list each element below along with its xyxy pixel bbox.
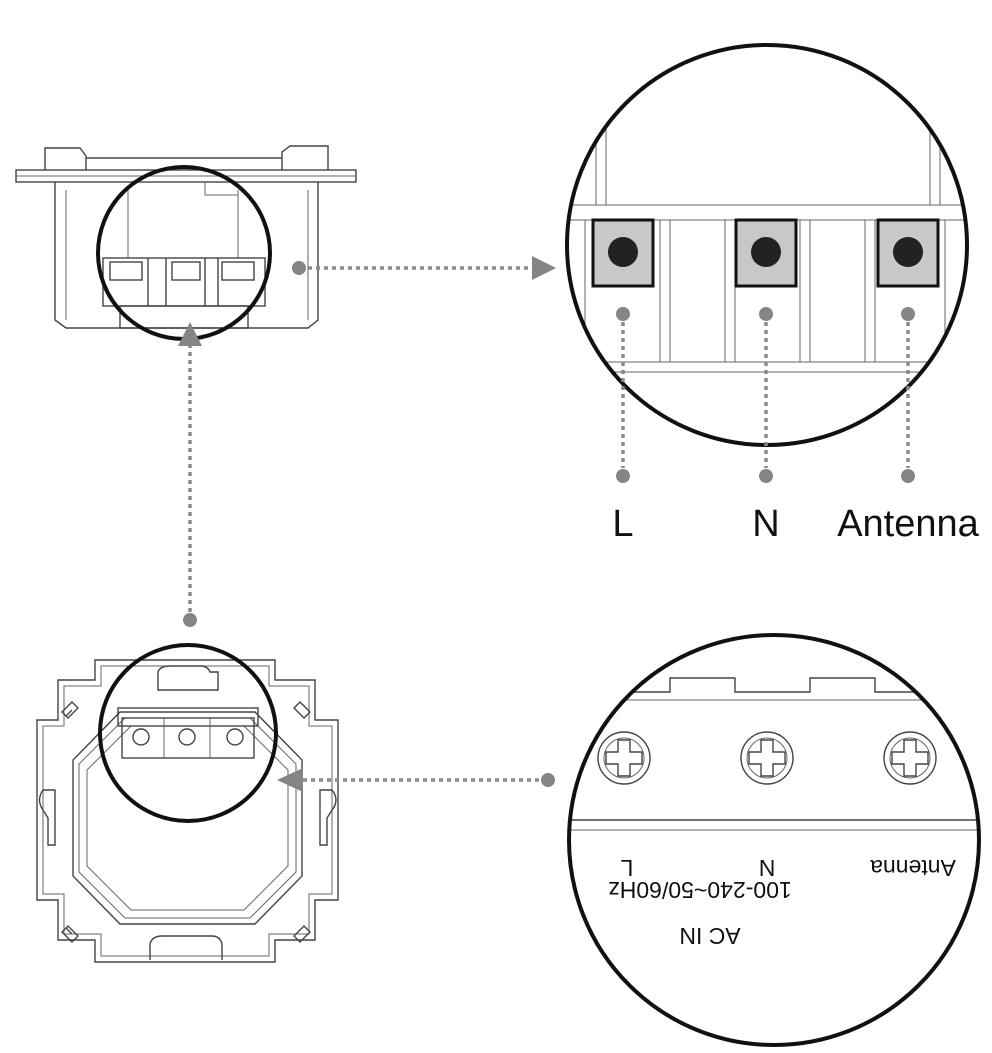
front-view-device xyxy=(36,643,339,963)
label-l: L xyxy=(612,503,633,545)
marking-antenna: Antenna xyxy=(870,855,956,881)
screw-l xyxy=(597,731,651,785)
zoom-to-front-arrow xyxy=(277,768,555,792)
screw-n xyxy=(740,731,794,785)
screw-antenna xyxy=(883,731,937,785)
marking-n: N xyxy=(759,855,776,881)
terminal-leaders xyxy=(616,307,915,483)
marking-ac-in: AC IN xyxy=(679,923,740,949)
label-n: N xyxy=(752,503,779,545)
marking-l: L xyxy=(620,855,633,881)
front-to-side-arrow xyxy=(178,322,202,627)
terminal-n xyxy=(734,218,798,288)
side-view-device xyxy=(15,145,357,341)
screw-terminal-zoom-view: L N Antenna 100-240~50/60Hz AC IN xyxy=(567,633,981,1047)
marking-voltage: 100-240~50/60Hz xyxy=(608,877,792,903)
terminal-l xyxy=(591,218,655,288)
side-to-zoom-arrow xyxy=(292,256,556,280)
terminal-zoom-view xyxy=(565,43,969,447)
label-antenna: Antenna xyxy=(837,503,979,545)
corner-screw-marks xyxy=(61,701,311,943)
terminal-antenna xyxy=(876,218,940,288)
